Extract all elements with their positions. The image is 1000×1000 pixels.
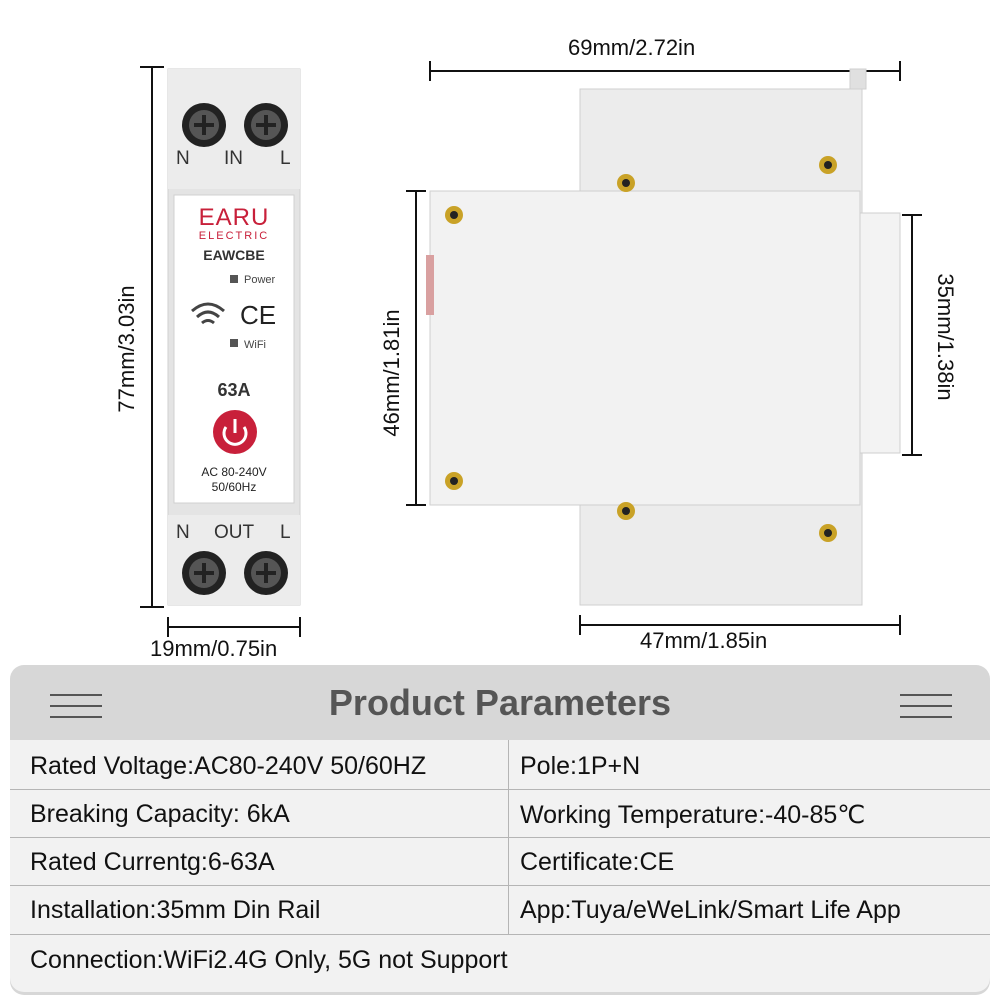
menu-lines-icon [900,694,952,727]
param-rated-voltage: Rated Voltage:AC80-240V 50/60HZ [30,752,427,780]
rivet-icon [445,206,463,224]
front-view-drawing [140,66,301,637]
power-button-icon [213,410,257,454]
rivet-icon [617,174,635,192]
ce-mark: CE [240,300,277,330]
param-rated-current: Rated Currentg:6-63A [30,848,275,876]
side-height-dimension: 46mm/1.81in [379,309,404,437]
brand-name: EARU [198,204,270,231]
terminal-screw-icon [182,551,226,595]
terminal-screw-icon [244,103,288,147]
front-width-dimension: 19mm/0.75in [150,636,278,661]
row-divider [10,934,990,935]
param-installation: Installation:35mm Din Rail [30,896,321,924]
row-divider [10,789,990,790]
side-bottom-dimension: 47mm/1.85in [640,628,768,653]
current-rating: 63A [217,380,251,400]
side-view-drawing [406,61,922,635]
terminal-screw-icon [244,551,288,595]
model-name: EAWCBE [203,247,265,263]
param-breaking-capacity: Breaking Capacity: 6kA [30,800,290,828]
label-n-out: N [176,522,190,543]
row-divider [10,837,990,838]
label-n-in: N [176,148,190,169]
row-divider [10,885,990,886]
param-connection: Connection:WiFi2.4G Only, 5G not Support [30,946,508,974]
power-indicator-label: Power [244,274,276,286]
panel-title: Product Parameters [328,682,672,723]
terminal-screw-icon [182,103,226,147]
brand-subtitle: ELECTRIC [198,230,270,242]
wifi-icon [191,302,225,325]
frequency-rating: 50/60Hz [211,480,257,494]
column-divider [508,740,509,934]
param-pole: Pole:1P+N [520,752,641,780]
param-working-temperature: Working Temperature:-40-85℃ [520,801,866,829]
label-in: IN [224,148,243,169]
height-dimension: 77mm/3.03in [114,285,139,413]
param-app: App:Tuya/eWeLink/Smart Life App [520,896,901,924]
rivet-icon [819,156,837,174]
parameter-table [10,740,990,992]
depth-dimension: 69mm/2.72in [568,35,696,60]
rivet-icon [819,524,837,542]
rivet-icon [445,472,463,490]
menu-lines-icon [50,694,102,727]
param-certificate: Certificate:CE [520,848,675,876]
rivet-icon [617,502,635,520]
wifi-indicator-label: WiFi [244,339,266,351]
brand-logo: EARU ELECTRIC [174,204,294,242]
label-l-in: L [280,148,291,169]
voltage-rating: AC 80-240V [201,465,267,479]
label-out: OUT [214,522,255,543]
label-l-out: L [280,522,291,543]
rail-dimension: 35mm/1.38in [933,273,958,401]
